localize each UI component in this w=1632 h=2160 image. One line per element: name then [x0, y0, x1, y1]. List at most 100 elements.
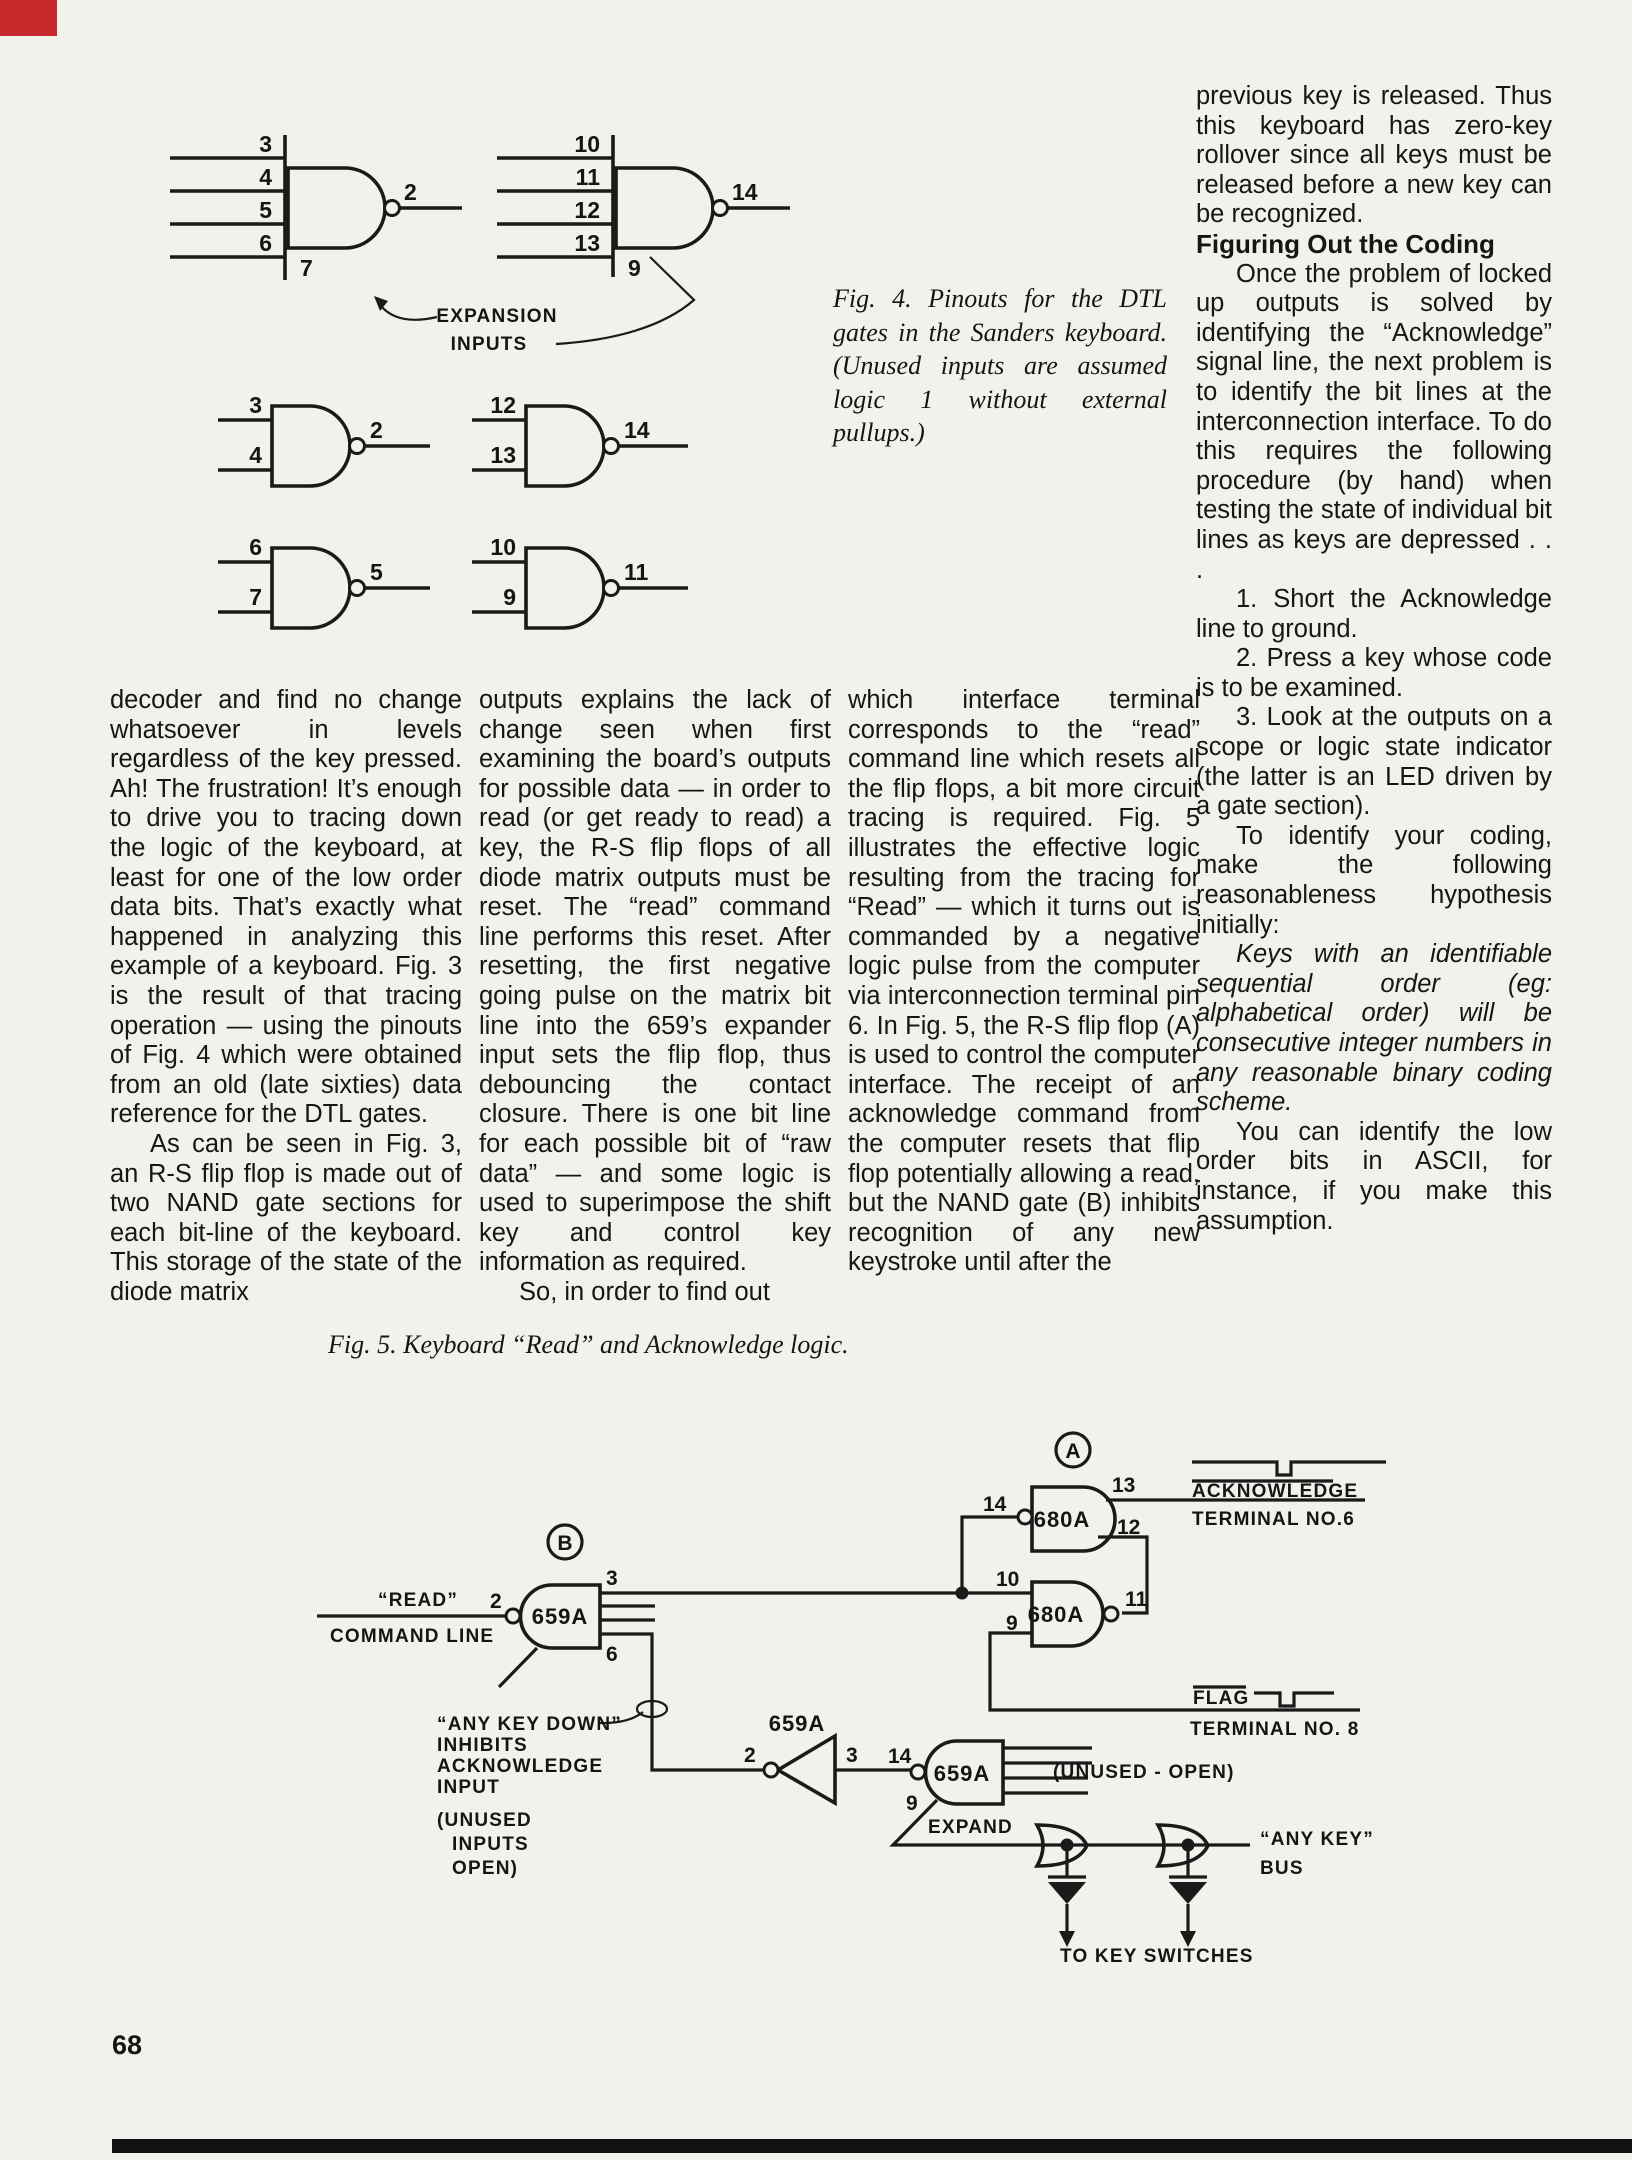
- pin-label: 9: [628, 255, 641, 281]
- inverter-bubble: [909, 1763, 927, 1781]
- pin-label: 12: [490, 392, 516, 418]
- inverter-bubble: [711, 199, 729, 217]
- junction-dot: [955, 1586, 969, 1600]
- note-line: INHIBITS: [437, 1735, 528, 1756]
- expand-bus-wire: [889, 1798, 1250, 1847]
- junction-dot: [1060, 1838, 1074, 1852]
- paragraph: outputs explains the lack of change seen…: [479, 686, 831, 1277]
- chip-label: 659A: [934, 1761, 991, 1786]
- gate-tag-a: A: [1065, 1440, 1080, 1463]
- pin-label: 12: [574, 197, 600, 223]
- nand-gate-body: [524, 546, 606, 630]
- pin-label: 2: [370, 417, 383, 443]
- inverter-bubble: [762, 1761, 780, 1779]
- nand-gate-body: [270, 546, 352, 630]
- fig4-gate3-nand: 3 4 2: [218, 392, 430, 488]
- note-line: ACKNOWLEDGE: [437, 1756, 603, 1777]
- pin-label: 5: [259, 197, 272, 223]
- fig5-expander-gate: 659A 14 9 EXPAND (UNUSED - OPEN): [888, 1739, 1250, 1847]
- flag-wire: [988, 1631, 1360, 1712]
- command-line-label: COMMAND LINE: [330, 1626, 494, 1647]
- fig4-gate2-nand: 10 11 12 13 9 14: [497, 131, 790, 281]
- paragraph: which interface terminal corresponds to …: [848, 686, 1200, 1277]
- fig4-caption: Fig. 4. Pinouts for the DTL gates in the…: [833, 284, 1167, 447]
- pin-label: 6: [259, 230, 272, 256]
- pin-label: 2: [404, 179, 417, 205]
- section-heading: Figuring Out the Coding: [1196, 228, 1495, 259]
- pin-label: 14: [732, 179, 758, 205]
- pin6-wire: [600, 1632, 764, 1772]
- pin-label: 10: [996, 1568, 1019, 1591]
- nand-gate-body: [923, 1739, 1005, 1806]
- gate-input-lines: [218, 560, 272, 614]
- gate-input-lines: [472, 560, 526, 614]
- pin-label: 14: [983, 1493, 1007, 1516]
- unused-input-stubs: [600, 1604, 655, 1622]
- unused-inputs-note: (UNUSED: [437, 1810, 532, 1831]
- text-column-1: decoder and find no change whatsoever in…: [110, 686, 462, 1307]
- to-key-switches-label: TO KEY SWITCHES: [1060, 1946, 1254, 1967]
- list-item: 1. Short the Acknowledge line to ground.: [1196, 585, 1552, 643]
- pin-label: 2: [490, 1590, 502, 1613]
- terminal6-label: TERMINAL NO.6: [1192, 1509, 1355, 1530]
- pin-label: 13: [574, 230, 600, 256]
- pin-label: 3: [846, 1744, 858, 1767]
- fig5-acknowledge-terminal: ACKNOWLEDGE TERMINAL NO.6: [1192, 1460, 1386, 1530]
- pin-label: 10: [490, 534, 516, 560]
- flag-label: FLAG: [1193, 1688, 1250, 1709]
- pin-label: 10: [574, 131, 600, 157]
- pin-label: 3: [259, 131, 272, 157]
- nand-gate-body: [1030, 1485, 1117, 1553]
- chip-label: 680A: [1028, 1602, 1085, 1627]
- pin-label: 12: [1117, 1516, 1140, 1539]
- pin-label: 11: [1125, 1588, 1148, 1611]
- read-label: “READ”: [378, 1590, 458, 1611]
- pin-label: 7: [249, 584, 262, 610]
- fig5-any-key-bus: “ANY KEY” BUS TO KEY SWITCHES: [1033, 1823, 1373, 1967]
- gate-tag-b: B: [557, 1532, 572, 1555]
- fig5-flag-terminal: FLAG TERMINAL NO. 8: [1190, 1685, 1358, 1740]
- unused-open-label: (UNUSED - OPEN): [1053, 1762, 1235, 1783]
- inverter-bubble: [1016, 1508, 1034, 1526]
- pin-label: 9: [503, 584, 516, 610]
- nand-gate-body: [270, 404, 352, 488]
- nand-gate-body: [286, 166, 387, 250]
- negative-pulse-waveform: [1254, 1691, 1334, 1708]
- chip-label: 659A: [532, 1604, 589, 1629]
- list-item: 2. Press a key whose code is to be exami…: [1196, 644, 1552, 702]
- text-column-2: outputs explains the lack of change seen…: [479, 686, 831, 1307]
- callout-curve-right: [555, 256, 696, 346]
- pin-label: 13: [490, 442, 516, 468]
- chip-label: 659A: [769, 1711, 826, 1736]
- crosscouple-wire-12: [1098, 1535, 1149, 1615]
- acknowledge-label: ACKNOWLEDGE: [1192, 1481, 1358, 1502]
- note-line: “ANY KEY DOWN”: [437, 1714, 622, 1735]
- pin-label: 13: [1112, 1474, 1135, 1497]
- gate-input-lines: [472, 418, 526, 472]
- fig4-gate6-nand: 10 9 11: [472, 534, 688, 630]
- paragraph: Once the problem of locked up outputs is…: [1196, 259, 1552, 584]
- expansion-inputs-label: EXPANSION: [436, 306, 557, 327]
- inverter-bubble: [1102, 1605, 1120, 1623]
- nand-gate-body: [524, 404, 606, 488]
- page-bottom-rule: [112, 2139, 1632, 2153]
- unused-inputs-note: INPUTS: [452, 1834, 529, 1855]
- paragraph: decoder and find no change whatsoever in…: [110, 686, 462, 1129]
- paragraph: As can be seen in Fig. 3, an R-S flip fl…: [110, 1129, 462, 1306]
- paragraph: To identify your coding, make the follow…: [1196, 821, 1552, 939]
- callout-curve: [597, 1711, 644, 1725]
- fig4-gate4-nand: 12 13 14: [472, 392, 688, 488]
- diode-symbol: [1169, 1851, 1207, 1947]
- note-line: INPUT: [437, 1777, 500, 1798]
- text-column-4: previous key is released. Thus this keyb…: [1196, 82, 1552, 1236]
- inverter-bubble: [383, 199, 401, 217]
- junction-dot: [1181, 1838, 1195, 1852]
- pin-label: 4: [259, 164, 272, 190]
- fig5-read-acknowledge-logic-diagram: B 659A 2 3 6 “READ” COMMAND LINE “ANY KE…: [317, 1431, 1386, 1967]
- fig4-gate1-nand: 3 4 5 6 7 2: [170, 131, 462, 281]
- text-column-3: which interface terminal corresponds to …: [848, 686, 1200, 1278]
- unused-input-stubs: [1003, 1746, 1092, 1795]
- inverter-bubble: [602, 579, 620, 597]
- pin-label: 2: [744, 1744, 756, 1767]
- fig5-gate-b: B 659A 2 3 6 “READ” COMMAND LINE: [317, 1523, 1032, 1772]
